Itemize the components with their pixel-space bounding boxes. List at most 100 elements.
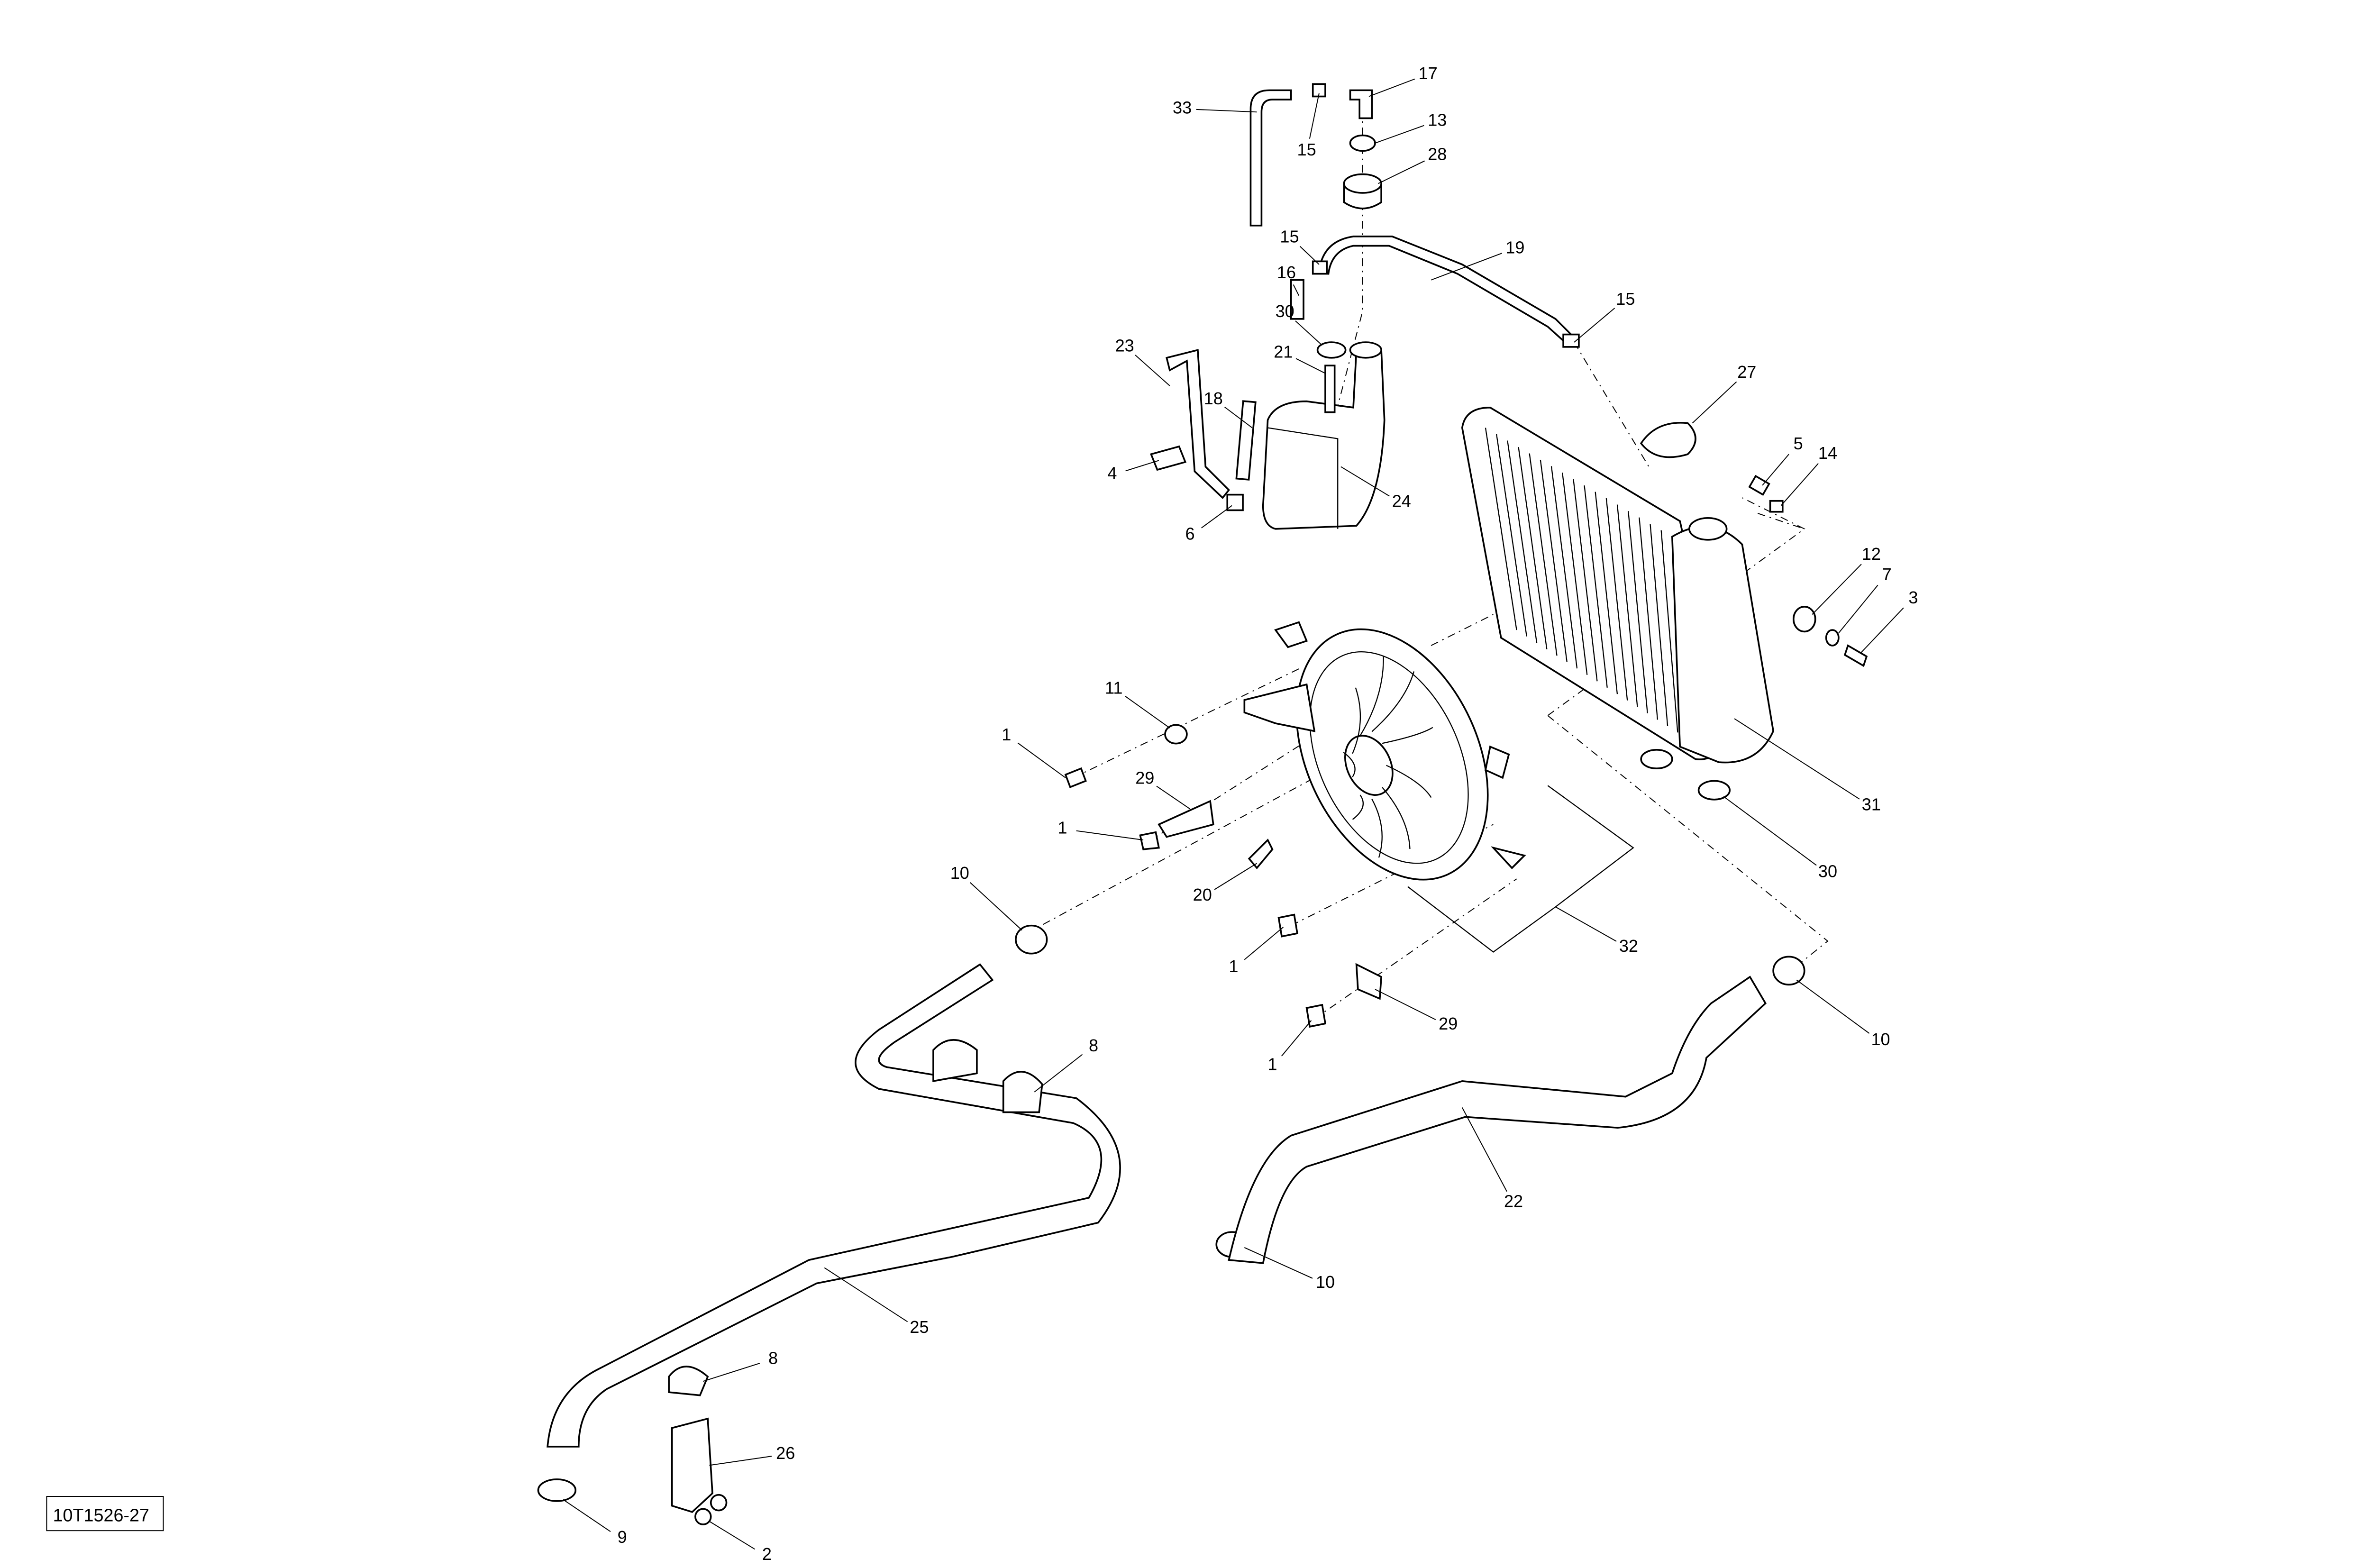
callout-leader-line xyxy=(1812,564,1862,615)
fan-blade xyxy=(1382,787,1411,849)
radiator-cap xyxy=(1640,422,1696,458)
callout-leader-line xyxy=(1734,718,1860,800)
radiator-fin xyxy=(1550,466,1578,669)
grommet xyxy=(1316,341,1347,359)
callout-number: 6 xyxy=(1185,524,1194,543)
callout-number: 1 xyxy=(1267,1055,1277,1074)
radiator-fin xyxy=(1627,511,1648,713)
callout-number: 8 xyxy=(768,1349,778,1368)
callout-number: 19 xyxy=(1505,238,1524,257)
radiator-fin xyxy=(1562,472,1588,675)
callout-number: 20 xyxy=(1193,885,1212,904)
callout-number: 7 xyxy=(1882,565,1892,584)
callout-leader-line xyxy=(970,882,1022,931)
washer xyxy=(1349,134,1376,152)
hose-clamp xyxy=(1015,924,1048,955)
callout-leader-line xyxy=(1244,1247,1313,1279)
hose-clip xyxy=(1002,1071,1043,1113)
tank-bracket xyxy=(1166,349,1230,499)
radiator-hose xyxy=(1228,975,1767,1264)
callout-leader-line xyxy=(1692,381,1737,424)
bracket-tab xyxy=(1150,445,1187,471)
callout-number: 23 xyxy=(1115,336,1134,355)
callout-number: 2 xyxy=(762,1544,772,1564)
callout-leader-line xyxy=(703,1363,760,1382)
nut xyxy=(1226,493,1244,511)
radiator-fin xyxy=(1573,479,1598,682)
radiator-fin xyxy=(1650,524,1668,726)
radiator-fin xyxy=(1660,530,1678,733)
fan-blade xyxy=(1382,727,1433,744)
bolt xyxy=(1277,913,1298,938)
callout-number: 28 xyxy=(1428,145,1447,164)
fan-blade xyxy=(1371,799,1383,858)
callout-leader-line xyxy=(1076,830,1144,841)
radiator-fin xyxy=(1605,498,1628,701)
radiator-fin xyxy=(1507,440,1538,643)
callout-number: 13 xyxy=(1428,110,1447,130)
callout-leader-line xyxy=(1295,358,1326,374)
callout-number: 4 xyxy=(1107,463,1117,483)
radiator-fin xyxy=(1485,428,1517,630)
callout-leader-line xyxy=(1461,1107,1507,1192)
callout-leader-line xyxy=(709,1456,772,1466)
nut xyxy=(1164,724,1188,745)
callout-leader-line xyxy=(1375,989,1436,1020)
radiator-fin xyxy=(1595,492,1618,694)
callout-leader-line xyxy=(1017,742,1066,778)
hose-clip xyxy=(932,1039,978,1082)
rubber-mount xyxy=(1640,748,1673,769)
callout-leader-line xyxy=(1295,320,1323,346)
callout-leader-line xyxy=(1135,355,1170,386)
callout-number: 29 xyxy=(1135,768,1154,788)
callout-leader-line xyxy=(1281,1020,1312,1057)
callout-leader-line xyxy=(563,1499,611,1532)
fan-blade xyxy=(1359,656,1384,736)
callout-leader-line xyxy=(1340,466,1390,497)
callout-leader-line xyxy=(1156,785,1191,810)
callout-number: 11 xyxy=(1105,678,1122,697)
reference-code: 10T1526-27 xyxy=(53,1505,149,1525)
vent-hose xyxy=(1249,89,1292,227)
callout-number: 10 xyxy=(1871,1030,1890,1049)
callout-number: 10 xyxy=(950,863,969,883)
callout-leader-line xyxy=(1201,505,1232,529)
callout-number: 1 xyxy=(1002,725,1011,744)
fan-blade xyxy=(1343,752,1356,777)
spacer xyxy=(1769,500,1784,513)
callout-number: 30 xyxy=(1276,301,1294,321)
callout-leader-line xyxy=(1125,695,1170,729)
callout-number: 8 xyxy=(1089,1036,1098,1055)
grommet xyxy=(1792,606,1816,633)
callout-number: 15 xyxy=(1616,289,1635,309)
callout-leader-line xyxy=(1860,607,1904,654)
callout-leader-line xyxy=(1723,796,1817,866)
bolt xyxy=(1748,474,1770,496)
hose-clamp xyxy=(1772,956,1805,986)
callout-number: 15 xyxy=(1297,140,1316,159)
callout-leader-line xyxy=(1125,460,1159,472)
callout-number: 30 xyxy=(1818,862,1837,881)
callout-leader-line xyxy=(1309,93,1320,139)
callout-number: 1 xyxy=(1057,818,1067,838)
callout-leader-line xyxy=(1378,160,1425,184)
expansion-tank xyxy=(1262,341,1386,530)
callout-number: 12 xyxy=(1862,544,1881,564)
radiator-fin xyxy=(1584,485,1608,688)
radiator-fin xyxy=(1518,447,1548,649)
callout-leader-line xyxy=(1574,308,1615,343)
hose-clip xyxy=(668,1366,709,1396)
cooling-fan xyxy=(1243,621,1526,881)
callout-leader-line xyxy=(1375,125,1424,144)
callout-number: 24 xyxy=(1392,492,1411,511)
callout-number: 9 xyxy=(618,1527,627,1547)
bolt xyxy=(1305,1003,1327,1028)
hose-bracket xyxy=(671,1417,713,1513)
callout-number: 15 xyxy=(1280,227,1299,246)
callout-leader-line xyxy=(1224,406,1253,428)
callout-leader-line xyxy=(1838,584,1878,634)
callout-number: 33 xyxy=(1173,98,1192,117)
hose-clamp-top xyxy=(1312,83,1326,98)
